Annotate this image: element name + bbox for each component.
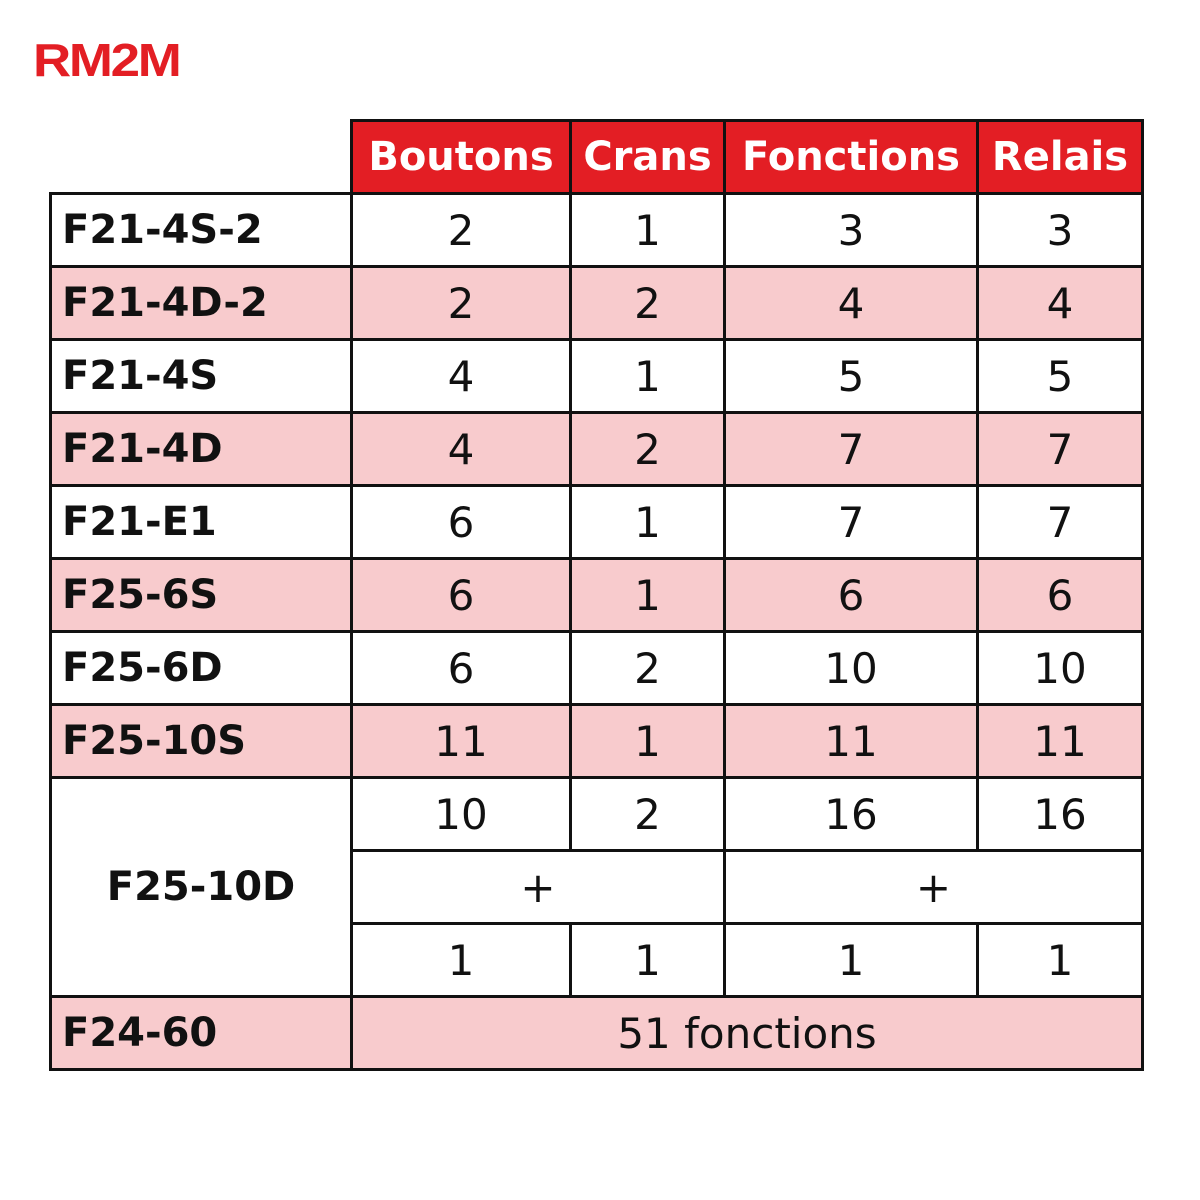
cell-crans: 1: [569, 922, 726, 998]
cell-boutons: 4: [350, 338, 572, 414]
cell-fonctions: 6: [723, 557, 979, 633]
cell-crans: 2: [569, 630, 726, 706]
cell-fonctions: 16: [723, 776, 979, 852]
cell-crans: 2: [569, 776, 726, 852]
functions-count: 51 fonctions: [350, 995, 1144, 1071]
cell-boutons: 6: [350, 630, 572, 706]
model-name: F21-E1: [49, 484, 353, 560]
rm2m-logo: RM2M: [33, 34, 182, 86]
cell-boutons: 4: [350, 411, 572, 487]
cell-relais: 7: [976, 484, 1144, 560]
cell-relais: 7: [976, 411, 1144, 487]
header-row: Boutons Crans Fonctions Relais: [50, 119, 1144, 195]
cell-boutons: 1: [350, 922, 572, 998]
cell-fonctions: 5: [723, 338, 979, 414]
cell-relais: 6: [976, 557, 1144, 633]
model-name: F25-10D: [49, 776, 353, 998]
cell-fonctions: 7: [723, 484, 979, 560]
model-name: F25-6S: [49, 557, 353, 633]
cell-boutons: 6: [350, 557, 572, 633]
model-name: F21-4S-2: [49, 192, 353, 268]
plus-sign: +: [350, 849, 726, 925]
cell-crans: 1: [569, 192, 726, 268]
header-fonctions: Fonctions: [723, 119, 979, 195]
cell-relais: 10: [976, 630, 1144, 706]
cell-relais: 4: [976, 265, 1144, 341]
cell-crans: 2: [569, 411, 726, 487]
model-name: F21-4S: [49, 338, 353, 414]
cell-relais: 3: [976, 192, 1144, 268]
cell-crans: 2: [569, 265, 726, 341]
cell-crans: 1: [569, 557, 726, 633]
cell-boutons: 2: [350, 192, 572, 268]
cell-relais: 1: [976, 922, 1144, 998]
header-blank: [50, 120, 352, 194]
model-name: F25-6D: [49, 630, 353, 706]
table-row-plus: ++: [51, 849, 1144, 925]
cell-crans: 1: [569, 338, 726, 414]
cell-fonctions: 4: [723, 265, 979, 341]
cell-relais: 16: [976, 776, 1144, 852]
cell-boutons: 2: [350, 265, 572, 341]
cell-crans: 1: [569, 484, 726, 560]
cell-boutons: 6: [350, 484, 572, 560]
cell-crans: 1: [569, 703, 726, 779]
model-name: F21-4D-2: [49, 265, 353, 341]
model-name: F25-10S: [49, 703, 353, 779]
cell-boutons: 11: [350, 703, 572, 779]
cell-fonctions: 1: [723, 922, 979, 998]
plus-sign: +: [723, 849, 1144, 925]
cell-boutons: 10: [350, 776, 572, 852]
header-boutons: Boutons: [350, 119, 572, 195]
cell-fonctions: 3: [723, 192, 979, 268]
cell-relais: 11: [976, 703, 1144, 779]
header-crans: Crans: [569, 119, 726, 195]
cell-fonctions: 7: [723, 411, 979, 487]
cell-fonctions: 10: [723, 630, 979, 706]
header-relais: Relais: [976, 119, 1144, 195]
model-name: F24-60: [49, 995, 353, 1071]
cell-fonctions: 11: [723, 703, 979, 779]
model-name: F21-4D: [49, 411, 353, 487]
cell-relais: 5: [976, 338, 1144, 414]
